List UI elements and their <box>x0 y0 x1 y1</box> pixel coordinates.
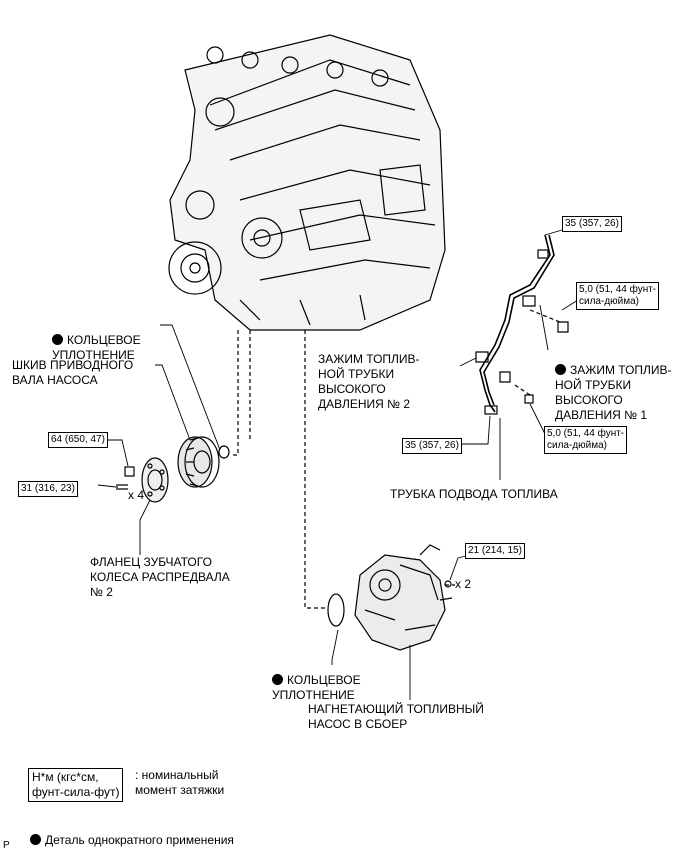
camshaft-flange-part <box>141 457 169 503</box>
fuel-pipe-label: ТРУБКА ПОДВОДА ТОПЛИВА <box>390 487 558 501</box>
clamp-no1-part <box>522 295 536 307</box>
pipe-bottom-fitting <box>484 405 498 415</box>
non-reusable-dot-icon <box>555 364 566 375</box>
torque-flange-bolts: 31 (316, 23) <box>18 481 78 497</box>
legend-nonreusable: Деталь однократного применения <box>30 818 234 848</box>
torque-pulley-nut: 64 (650, 47) <box>48 432 108 448</box>
clamp-no1-label: ЗАЖИМ ТОПЛИВ- НОЙ ТРУБКИ ВЫСОКОГО ДАВЛЕН… <box>555 348 672 423</box>
clamp-no1-text: ЗАЖИМ ТОПЛИВ- НОЙ ТРУБКИ ВЫСОКОГО ДАВЛЕН… <box>555 363 672 422</box>
fuel-supply-pump-part <box>354 544 453 700</box>
o-ring-bottom-part <box>327 593 345 627</box>
clamp-no2-bolt <box>524 394 534 404</box>
pump-nut-part <box>444 580 452 588</box>
torque-clamp1-bolt: 5,0 (51, 44 фунт- сила-дюйма) <box>576 282 660 310</box>
flange-label: ФЛАНЕЦ ЗУБЧАТОГО КОЛЕСА РАСПРЕДВАЛА № 2 <box>90 555 230 599</box>
clamp-no1-bolt <box>557 321 569 333</box>
o-ring-top-label: КОЛЬЦЕВОЕ УПЛОТНЕНИЕ <box>52 318 141 363</box>
engine-block <box>168 34 446 331</box>
clamp-no2-label: ЗАЖИМ ТОПЛИВ- НОЙ ТРУБКИ ВЫСОКОГО ДАВЛЕН… <box>318 352 420 411</box>
pulley-label: ШКИВ ПРИВОДНОГО ВАЛА НАСОСА <box>12 358 134 387</box>
pump-nuts-qty: x 2 <box>455 577 472 591</box>
o-ring-bottom-text: КОЛЬЦЕВОЕ УПЛОТНЕНИЕ <box>272 673 361 702</box>
pulley-nut-part <box>124 466 135 477</box>
o-ring-top-text: КОЛЬЦЕВОЕ УПЛОТНЕНИЕ <box>52 333 141 362</box>
pump-drive-pulley-part <box>177 436 220 488</box>
clamp-no2-part <box>475 351 489 363</box>
torque-pipe-top: 35 (357, 26) <box>562 216 622 232</box>
torque-pump-nuts: 21 (214, 15) <box>465 543 525 559</box>
legend-nonreusable-text: Деталь однократного применения <box>45 833 234 847</box>
non-reusable-dot-icon <box>272 674 283 685</box>
o-ring-top-part <box>218 445 230 459</box>
o-ring-bottom-label: КОЛЬЦЕВОЕ УПЛОТНЕНИЕ <box>272 658 361 703</box>
pump-label: НАГНЕТАЮЩИЙ ТОПЛИВНЫЙ НАСОС В СБОЕР <box>308 702 484 731</box>
non-reusable-dot-icon <box>52 334 63 345</box>
flange-bolts-qty: x 4 <box>128 488 145 502</box>
fuel-inlet-pipe-part <box>479 234 555 413</box>
pipe-top-fitting <box>537 249 549 259</box>
torque-clamp2-bolt: 5,0 (51, 44 фунт- сила-дюйма) <box>544 426 628 454</box>
assembly-guide-lines <box>230 309 561 609</box>
flange-bolt-part <box>116 484 128 490</box>
legend-torque-box: Н*м (кгс*см, фунт-сила-фут) <box>28 768 124 802</box>
legend-torque-desc: : номинальный момент затяжки <box>135 768 225 797</box>
footer-mark: P <box>3 840 10 851</box>
torque-pipe-bottom: 35 (357, 26) <box>402 438 462 454</box>
non-reusable-dot-icon <box>30 834 41 845</box>
